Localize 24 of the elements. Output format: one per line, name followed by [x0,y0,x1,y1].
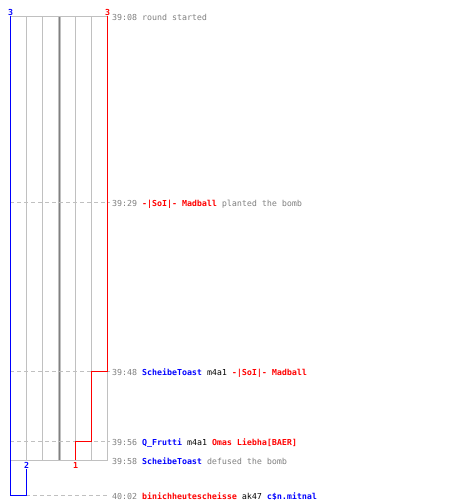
player-name: ScheibeToast [142,456,202,466]
time-label: 39:56 [112,437,137,447]
time-label: 40:02 [112,491,137,500]
event-text: planted the bomb [222,198,302,208]
event-text: round started [142,12,207,22]
weapon-name: m4a1 [206,367,227,377]
player-name: -|SoI|- Madball [142,198,217,208]
player-name: -|SoI|- Madball [232,367,307,377]
player-name: Omas Liebha[BAER] [212,437,297,447]
count-number: 3 [105,7,110,17]
event-text: defused the bomb [206,456,287,466]
player-name: ScheibeToast [142,367,202,377]
time-label: 39:29 [112,198,137,208]
count-number: 2 [24,460,29,470]
time-label: 39:48 [112,367,137,377]
time-label: 39:58 [112,456,137,466]
time-label: 39:08 [112,12,137,22]
count-number: 3 [8,7,13,17]
count-number: 1 [73,460,78,470]
weapon-name: ak47 [242,491,262,500]
weapon-name: m4a1 [186,437,207,447]
player-name: binichheutescheisse [142,491,237,500]
player-name: Q_Frutti [142,437,182,447]
player-name: c$n.mitnal [266,491,317,500]
